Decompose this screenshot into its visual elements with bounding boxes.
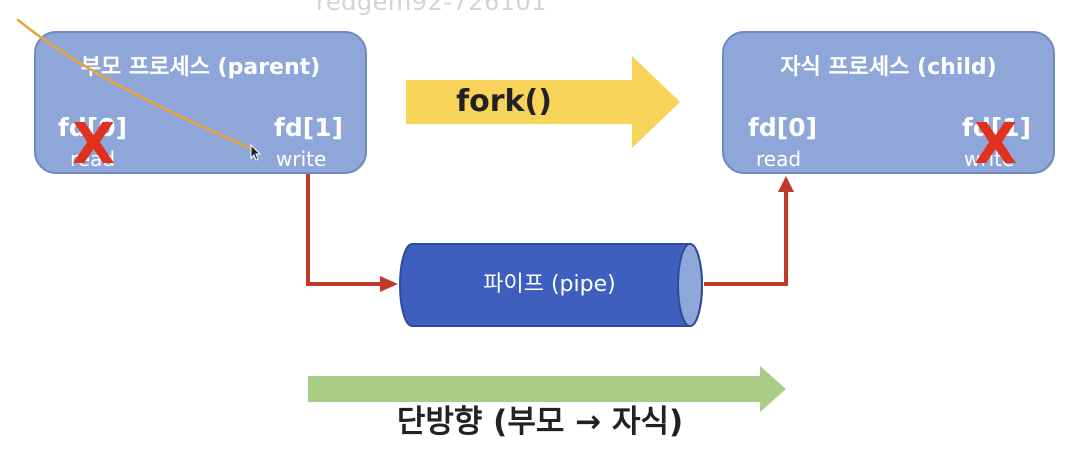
- flow-parent-to-pipe-arrowhead: [380, 276, 398, 292]
- parent-process-box: 부모 프로세스 (parent) fd[0] read fd[1] write …: [34, 31, 367, 174]
- pipe-cylinder: [399, 243, 703, 327]
- parent-fd0: fd[0]: [58, 113, 128, 142]
- child-fd1: fd[1]: [962, 113, 1032, 142]
- mouse-cursor-icon: [250, 143, 262, 161]
- parent-fd0-role: read: [70, 147, 116, 171]
- child-fd1-role: write: [964, 147, 1015, 171]
- child-process-title: 자식 프로세스 (child): [780, 55, 997, 80]
- parent-fd0-closed-mark: X: [72, 112, 116, 177]
- child-process-box: 자식 프로세스 (child) fd[0] read fd[1] write X: [722, 31, 1055, 174]
- child-fd0-role: read: [756, 147, 802, 171]
- direction-label: 단방향 (부모 → 자식): [396, 404, 684, 440]
- flow-parent-to-pipe: [306, 174, 384, 286]
- fork-label: fork(): [456, 84, 552, 119]
- flow-pipe-to-child: [704, 188, 788, 286]
- child-fd0: fd[0]: [748, 113, 818, 142]
- fork-arrow: [406, 56, 680, 148]
- parent-fd1-role: write: [276, 147, 327, 171]
- flow-pipe-to-child-arrowhead: [778, 176, 794, 192]
- annotation-stroke: [16, 18, 252, 150]
- parent-fd1: fd[1]: [274, 113, 344, 142]
- parent-process-title: 부모 프로세스 (parent): [80, 55, 321, 80]
- watermark: redgem92-726101: [316, 0, 548, 16]
- child-fd1-closed-mark: X: [974, 112, 1018, 177]
- pipe-label: 파이프 (pipe): [483, 272, 616, 297]
- direction-arrow: [308, 366, 786, 412]
